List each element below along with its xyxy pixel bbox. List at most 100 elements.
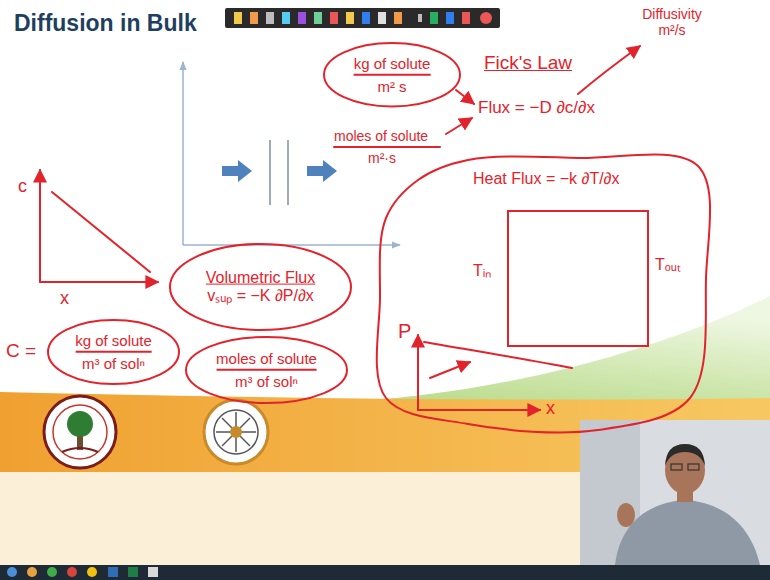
toolbar-icon (298, 12, 306, 24)
leader-arrow (456, 90, 474, 104)
axis-label: c (18, 176, 27, 197)
toolbar-icon (430, 12, 438, 24)
toolbar-icon (266, 12, 274, 24)
membrane-line (269, 140, 271, 205)
toolbar-icons (234, 12, 492, 24)
concentration-symbol: C = (6, 340, 36, 362)
fraction-bar (334, 146, 440, 148)
node-text: moles of solute (216, 350, 317, 367)
toolbar-icon (378, 12, 386, 24)
ink-axis (40, 281, 158, 283)
toolbar-icon (394, 12, 402, 24)
node-text: kg of solute (354, 55, 431, 72)
unit-circle: moles of solute m³ of solⁿ (184, 335, 349, 405)
rect-outline (473, 206, 698, 351)
toolbar-icon (462, 12, 470, 24)
axis-label: P (398, 320, 411, 343)
logo-spoke (222, 418, 250, 446)
presenter-hand (617, 503, 635, 527)
unit-circle: kg of solute m³ of solⁿ (46, 318, 181, 386)
heat-flux-region: Heat Flux = −k ∂T/∂xTᵢₙ Tₒᵤₜ (378, 158, 710, 433)
flow-arrow (430, 362, 470, 378)
pen-toolbar (225, 8, 500, 28)
membrane-line (287, 140, 289, 205)
taskbar-icon (27, 567, 37, 577)
rect-outline (508, 211, 648, 346)
ink-axis (417, 335, 419, 410)
node-text: Volumetric Flux (206, 269, 315, 287)
presenter-glasses (688, 464, 699, 470)
unit-circle: kg of solute m² s (322, 41, 462, 109)
presenter-shirt (615, 500, 760, 565)
flux-equation: Flux = −D ∂c/∂x (478, 98, 595, 118)
taskbar-icon (67, 567, 77, 577)
axis-label: x (60, 288, 69, 309)
presenter-video (580, 420, 770, 565)
taskbar-icon (108, 567, 118, 577)
unit-numerator: moles of solute (334, 128, 428, 144)
ellipse-outline (324, 43, 460, 107)
node-text: m² s (354, 74, 431, 95)
logo-base (62, 448, 98, 452)
concentration-profile (52, 192, 150, 272)
logo-ring (214, 410, 258, 454)
toolbar-icon (346, 12, 354, 24)
ellipse-outline (170, 244, 351, 330)
node-text: Tₒᵤₜ (655, 256, 681, 274)
toolbar-icon (314, 12, 322, 24)
node-text: Tᵢₙ (473, 262, 491, 280)
ellipse-outline (48, 320, 179, 384)
logo-ring (44, 396, 116, 468)
taskbar-icon (128, 567, 138, 577)
logo-spokes (216, 412, 256, 452)
leader-arrow (446, 118, 472, 134)
ellipse-outline (186, 337, 347, 403)
video-frame (580, 420, 770, 565)
diffusivity-note: Diffusivity m²/s (632, 6, 712, 38)
law-name: Fick's Law (484, 52, 572, 74)
node-text: m³ of solⁿ (216, 369, 317, 390)
toolbar-icon (250, 12, 258, 24)
toolbar-icon (234, 12, 242, 24)
axis-label: x (546, 398, 555, 419)
volumetric-flux-circle: Volumetric Fluxvₛᵤₚ = −K ∂P/∂x (168, 242, 353, 332)
ink-axis (418, 409, 540, 411)
taskbar (0, 565, 770, 580)
logo-center (230, 426, 242, 438)
node-text: vₛᵤₚ = −K ∂P/∂x (206, 287, 315, 305)
slide-axis (182, 62, 184, 245)
taskbar-icon (7, 567, 17, 577)
logo-canopy (67, 411, 93, 437)
leader-arrow (578, 46, 640, 94)
toolbar-icon (282, 12, 290, 24)
toolbar-icon (446, 12, 454, 24)
region-outline (377, 154, 710, 432)
node-text: Heat Flux = −k ∂T/∂x (473, 170, 620, 188)
block-arrow (222, 160, 252, 182)
taskbar-icon (148, 567, 158, 577)
node-text: kg of solute (75, 332, 152, 349)
slide-title: Diffusion in Bulk (14, 10, 197, 36)
logo-ring (204, 400, 268, 464)
taskbar-icon (47, 567, 57, 577)
ink-sketches (40, 46, 640, 410)
toolbar-icon (362, 12, 370, 24)
control-volume: Tᵢₙ Tₒᵤₜ (473, 206, 698, 351)
blob-outline (378, 158, 710, 433)
taskbar-icon (87, 567, 97, 577)
presenter-hair (665, 444, 705, 466)
toolbar-icon (330, 12, 338, 24)
institute-logo (44, 396, 116, 468)
logo-spoke (222, 418, 250, 446)
taskbar-icons (7, 567, 158, 577)
node-text: m³ of solⁿ (75, 351, 152, 372)
toolbar-icon (480, 12, 492, 24)
block-arrow (307, 160, 337, 182)
toolbar-icon (418, 14, 422, 22)
presenter-glasses (671, 464, 682, 470)
unit-denominator: m²·s (368, 150, 396, 166)
logo-ring (53, 405, 107, 459)
program-logo (204, 400, 268, 464)
